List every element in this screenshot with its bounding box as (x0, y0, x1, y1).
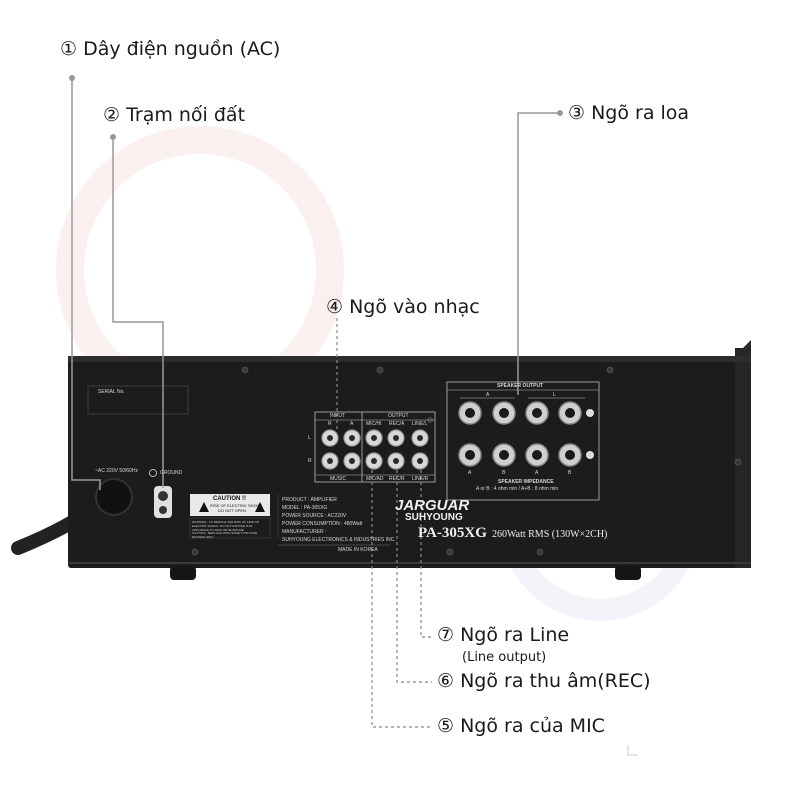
plus-terminal-icon (586, 409, 594, 417)
made-in-label: MADE IN KOREA (338, 547, 378, 553)
callout-music-input: ④ Ngõ vào nhạc (326, 296, 480, 318)
callout-speaker-output: ③ Ngõ ra loa (568, 102, 690, 124)
leader-5 (371, 470, 432, 728)
speaker-bottom-4: B (568, 470, 572, 476)
corner-mark (627, 745, 638, 756)
serial-label: SERIAL No. (98, 389, 125, 395)
col-a-label: A (350, 421, 354, 427)
callout-rec-output: ⑥ Ngõ ra thu âm(REC) (437, 670, 651, 692)
minus-terminal-icon (586, 451, 594, 459)
power-source-label: POWER SOURCE : AC220V (282, 513, 347, 519)
ground-terminal (149, 469, 172, 518)
caution-title: CAUTION !! (213, 496, 246, 502)
col-r-label: R (328, 421, 332, 427)
micad-label: MIC/AD (366, 476, 384, 482)
io-panel (314, 411, 436, 483)
foot-right (615, 566, 641, 580)
brand-logo: JARGUAR (395, 497, 470, 514)
amplifier-chassis (68, 340, 751, 568)
leader-7 (420, 470, 432, 638)
model-label: MODEL : PA-305XG (282, 505, 328, 511)
leader-6 (396, 470, 432, 683)
screws (191, 366, 742, 556)
input-label: INPUT (330, 413, 345, 419)
music-label: MUSIC (330, 476, 347, 482)
power-rating: 260Watt RMS (130W×2CH) (492, 529, 608, 540)
col-line-label: LINE/L (412, 421, 428, 427)
speaker-output-panel (446, 381, 600, 501)
col-mic-label: MIC/HI (366, 421, 382, 427)
leader-lines (69, 75, 563, 728)
model-number: PA-305XG (418, 525, 487, 541)
speaker-bottom-1: A (468, 470, 472, 476)
callout-ground: ② Trạm nối đất (103, 104, 246, 126)
output-label: OUTPUT (388, 413, 409, 419)
callout-mic-output: ⑤ Ngõ ra của MIC (437, 715, 605, 737)
serial-box (87, 385, 189, 415)
foot-left (170, 566, 196, 580)
warning-text: WARNING : TO REDUCE THE RISK OF FIRE OR … (192, 520, 260, 532)
lineout-label: LINE/R (412, 476, 429, 482)
speaker-a-label: A (486, 392, 490, 398)
speaker-output-label: SPEAKER OUTPUT (497, 383, 544, 389)
speaker-bottom-3: A (535, 470, 539, 476)
leader-1 (71, 78, 101, 490)
row-l-label: L (308, 435, 311, 441)
row-r-label: R (308, 458, 312, 464)
power-socket (95, 478, 133, 516)
power-label: ~AC 220V 50/60Hz (95, 468, 138, 474)
speaker-l-label: L (553, 392, 556, 398)
ground-label: GROUND (160, 470, 183, 476)
callout-line-output: ⑦ Ngõ ra Line (437, 624, 570, 646)
power-consumption-label: POWER CONSUMPTION : 480Watt (282, 521, 363, 527)
warning-triangle-icon (199, 502, 209, 512)
leader-2 (112, 137, 164, 488)
rec-label: REC/R (389, 476, 405, 482)
col-reca-label: REC/A (389, 421, 405, 427)
caution-text: CAUTION : REPLACE WITH SAME TYPE FUSE RA… (192, 531, 258, 539)
caution-line1: RISK OF ELECTRIC SHOCK (210, 503, 263, 508)
product-label: PRODUCT : AMPLIFIER (282, 497, 337, 503)
brand-suhyoung: SUHYOUNG (405, 512, 463, 523)
speaker-impedance-label: SPEAKER IMPEDANCE (498, 479, 554, 485)
ground-symbol-icon (149, 469, 157, 477)
callout-power-cord: ① Dây điện nguồn (AC) (60, 38, 281, 60)
speaker-bottom-2: B (502, 470, 506, 476)
caution-label (189, 494, 271, 539)
caution-line2: DO NOT OPEN (218, 508, 246, 513)
maker-label: SUHYOUNG ELECTRONICS & INDUSTRIES INC. (282, 537, 396, 543)
callout-line-output-sub: (Line output) (462, 650, 547, 665)
leader-3 (517, 112, 560, 395)
impedance-values: A or B : 4 ohm min / A+B : 8 ohm min (476, 486, 559, 492)
manufacturer-label: MANUFACTURER : (282, 529, 327, 535)
